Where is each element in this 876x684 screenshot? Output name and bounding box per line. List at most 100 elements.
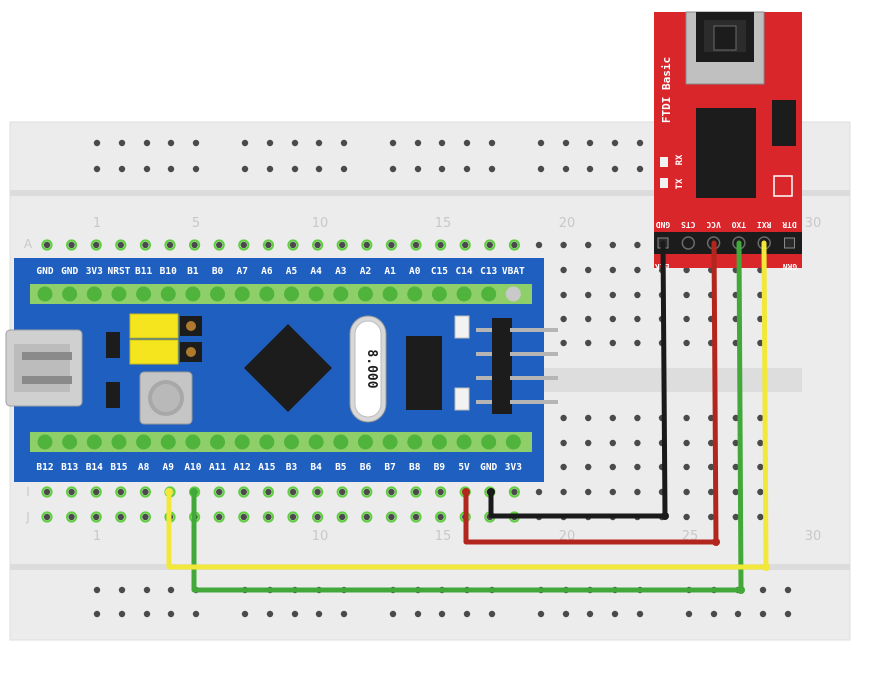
breadboard-hole (683, 439, 690, 447)
breadboard-hole (609, 439, 616, 447)
rail-hole (192, 139, 200, 147)
stm32-bottom-pin-label: B12 (36, 462, 53, 473)
breadboard-hole (117, 513, 125, 521)
breadboard-hole (560, 463, 567, 471)
breadboard-hole (535, 488, 543, 496)
breadboard-hole (560, 315, 567, 323)
stm32-bottom-pin (357, 434, 373, 450)
rail-hole (143, 139, 151, 147)
stm32-top-pin (481, 286, 497, 302)
breadboard-hole (289, 513, 297, 521)
breadboard-hole (757, 439, 764, 447)
breadboard-hole (585, 439, 592, 447)
micro-usb-connector (5, 329, 83, 407)
stm32-top-pin (259, 286, 275, 302)
rail-hole (438, 165, 446, 173)
occupied-hole (262, 511, 274, 523)
breadboard-hole (240, 241, 247, 249)
breadboard-hole (609, 241, 616, 249)
ftdi-smd-component (772, 100, 796, 146)
breadboard-hole (437, 513, 444, 521)
wire-end (462, 488, 470, 496)
rail-hole (734, 610, 742, 618)
ftdi-reset-pads (773, 175, 793, 197)
column-number-top: 30 (805, 216, 822, 231)
rail-hole (167, 610, 175, 618)
breadboard-hole (683, 513, 690, 521)
breadboard-hole (609, 291, 616, 299)
stm32-bottom-pin-label: B14 (86, 462, 103, 473)
occupied-hole (66, 486, 78, 498)
stm32-top-pin (505, 286, 521, 302)
breadboard-hole (683, 315, 690, 323)
rail-hole (636, 610, 644, 618)
stm32-top-pin-label: NRST (108, 266, 131, 277)
breadboard-hole (216, 488, 223, 496)
row-letter-i: I (26, 485, 30, 499)
breadboard-hole (462, 241, 469, 249)
occupied-hole (287, 486, 299, 498)
occupied-hole (361, 486, 373, 498)
breadboard-hole (314, 241, 321, 249)
breadboard-hole (585, 266, 592, 274)
wire-gnd (488, 240, 668, 519)
stm32-bottom-pin-label: B13 (61, 462, 78, 473)
stm32-top-pin (111, 286, 127, 302)
breadboard-hole (240, 488, 247, 496)
stm32-bottom-pin (407, 434, 423, 450)
rail-hole (389, 165, 397, 173)
breadboard-hole (43, 488, 51, 496)
breadboard-hole (609, 488, 616, 496)
breadboard-hole (117, 241, 125, 249)
rail-hole (537, 610, 545, 618)
breadboard-hole (142, 241, 149, 249)
stm32-top-pin-label: B0 (212, 266, 224, 277)
column-number-bottom: 30 (805, 529, 822, 544)
ftdi-chip (696, 108, 756, 198)
breadboard-hole (683, 488, 690, 496)
stm32-bottom-pins (37, 434, 521, 450)
occupied-hole (459, 239, 471, 251)
ftdi-pin (681, 236, 696, 250)
row-letter-j: J (25, 510, 30, 524)
reset-button (139, 371, 193, 425)
stm32-bottom-pin-label: B3 (286, 462, 298, 473)
stm32-bottom-pin-label: B4 (310, 462, 322, 473)
occupied-hole (287, 511, 299, 523)
stm32-top-pin-label: VBAT (502, 266, 525, 277)
stm32-top-header-strip (30, 284, 532, 304)
rail-hole (414, 165, 422, 173)
breadboard-hole (388, 513, 395, 521)
ftdi-rx-label: RX (675, 154, 685, 165)
stm32-bottom-pin-label: A9 (163, 462, 175, 473)
breadboard-hole (634, 414, 641, 422)
rail-hole (562, 610, 570, 618)
column-number-bottom: 1 (93, 529, 101, 544)
rail-hole (93, 165, 101, 173)
stm32-bottom-pin (234, 434, 250, 450)
occupied-hole (41, 239, 53, 251)
breadboard-hole (683, 463, 690, 471)
wire-bend (661, 512, 669, 520)
breadboard-hole (511, 488, 518, 496)
stm32-bottom-pin (37, 434, 53, 450)
rail-hole (537, 139, 545, 147)
stm32-top-pin (431, 286, 447, 302)
occupied-hole (508, 239, 521, 251)
breadboard-hole (609, 463, 616, 471)
rail-hole (488, 139, 496, 147)
stm32-bottom-pin-label: B9 (434, 462, 446, 473)
rail-hole (340, 610, 348, 618)
stm32-bottom-pin (136, 434, 152, 450)
occupied-hole (238, 486, 250, 498)
breadboard-hole (363, 241, 370, 249)
wire-bend (762, 563, 770, 571)
rail-hole (315, 165, 323, 173)
column-number-top: 1 (93, 216, 101, 231)
breadboard-hole (363, 513, 370, 521)
ftdi-pin-label: RXI (757, 220, 772, 229)
wire-end (190, 488, 198, 496)
rail-hole (685, 610, 693, 618)
breadboard-hole (560, 291, 567, 299)
breadboard-hole (560, 439, 567, 447)
